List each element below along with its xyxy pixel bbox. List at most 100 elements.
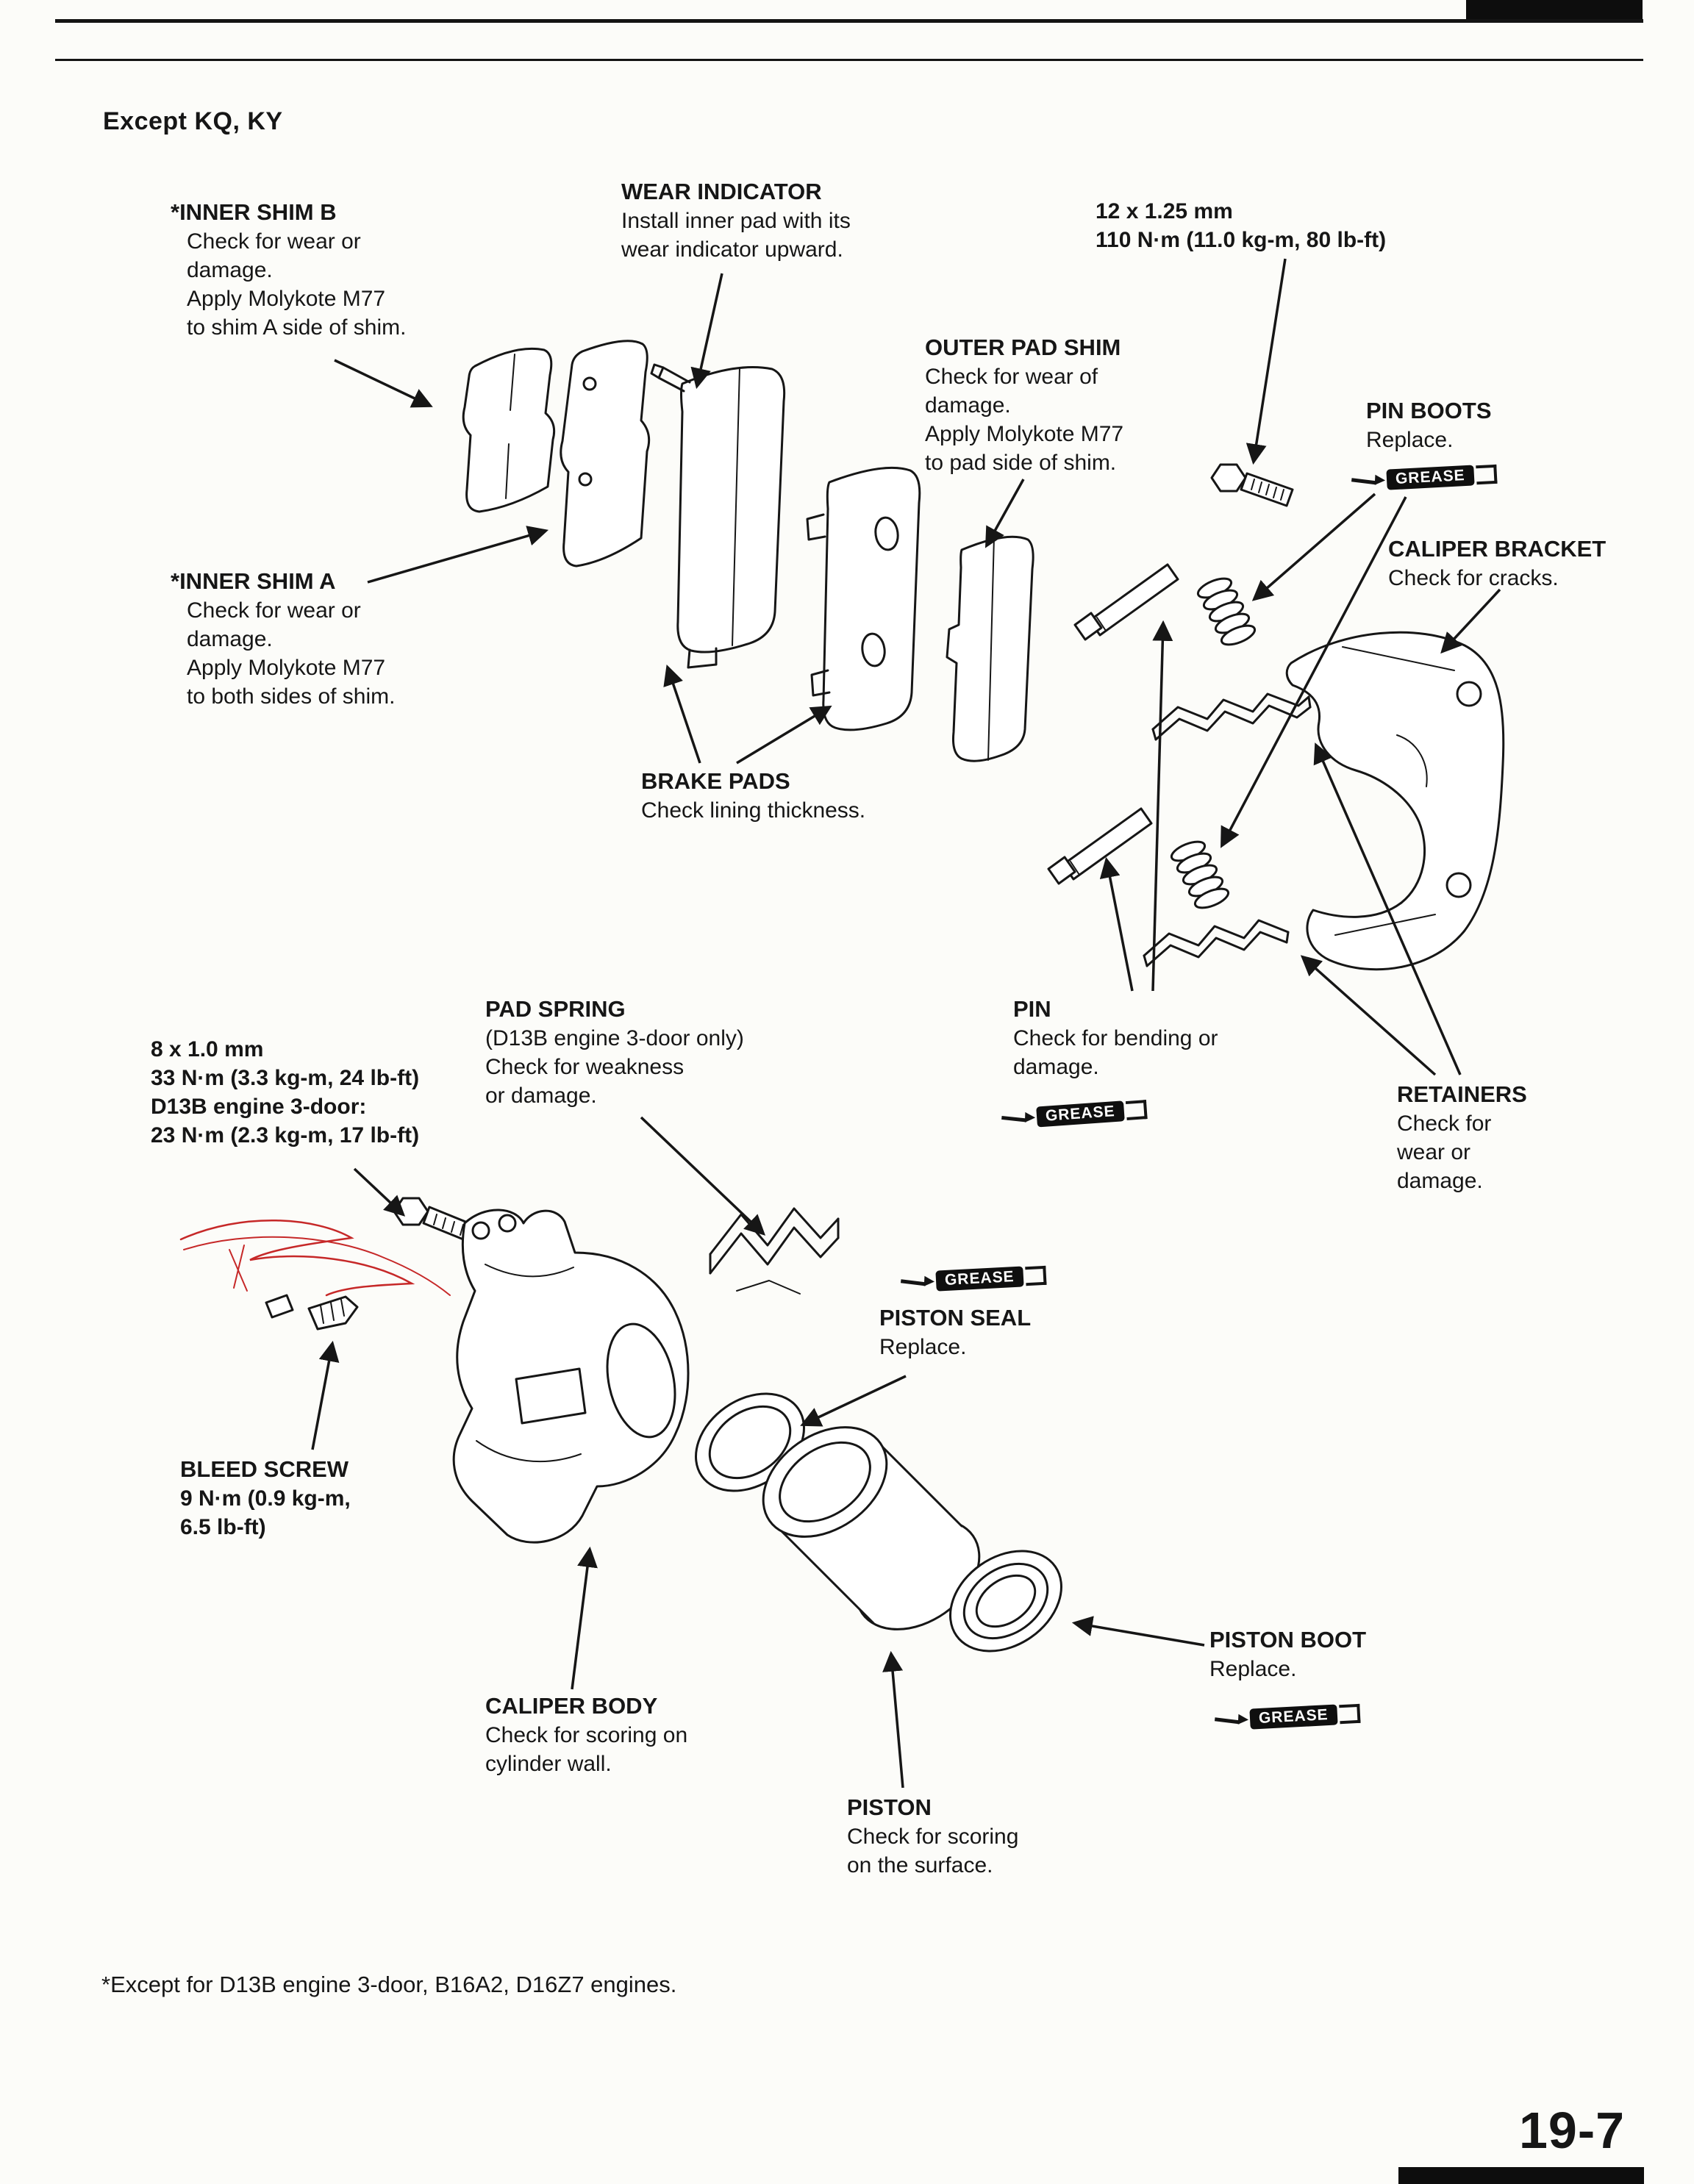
leader-arrows <box>311 258 1501 1789</box>
grease-bracket <box>1125 1100 1148 1121</box>
label-pin-boots: PIN BOOTS Replace. <box>1366 395 1492 454</box>
top-rule-2 <box>55 59 1643 61</box>
top-rule-1 <box>55 19 1643 23</box>
label-outer-pad-shim-text: Check for wear of damage. Apply Molykote… <box>925 365 1124 475</box>
label-pad-spring-title: PAD SPRING <box>485 996 626 1022</box>
grease-icon-label: GREASE <box>1249 1704 1338 1730</box>
red-pen-scribble <box>179 1220 451 1297</box>
label-wear-indicator-title: WEAR INDICATOR <box>621 179 822 204</box>
leader-pin-1 <box>1151 620 1173 992</box>
leader-pad-spring <box>640 1116 766 1236</box>
label-outer-pad-shim-title: OUTER PAD SHIM <box>925 334 1121 360</box>
grease-brush-tip <box>923 1275 935 1287</box>
label-bleed-screw-text: 9 N·m (0.9 kg-m, 6.5 lb-ft) <box>180 1486 351 1539</box>
grease-bracket <box>1024 1265 1047 1286</box>
label-wear-indicator: WEAR INDICATOR Install inner pad with it… <box>621 176 851 264</box>
label-inner-shim-a-text: Check for wear or damage. Apply Molykote… <box>187 598 396 709</box>
leader-piston <box>882 1650 904 1789</box>
label-caliper-body-text: Check for scoring on cylinder wall. <box>485 1723 688 1776</box>
grease-icon-label: GREASE <box>1036 1100 1125 1128</box>
label-piston-text: Check for scoring on the surface. <box>847 1825 1019 1877</box>
label-pin-text: Check for bending or damage. <box>1013 1026 1218 1079</box>
label-piston-boot-text: Replace. <box>1209 1657 1297 1681</box>
label-piston-boot: PISTON BOOT Replace. <box>1209 1625 1366 1683</box>
part-wear-indicator <box>650 363 665 379</box>
part-pin-boot-lower <box>1170 840 1230 909</box>
grease-brush-tip <box>1024 1111 1036 1123</box>
label-wear-indicator-text: Install inner pad with its wear indicato… <box>621 209 851 262</box>
label-caliper-bracket-title: CALIPER BRACKET <box>1388 536 1607 562</box>
grease-icon-label: GREASE <box>935 1266 1024 1292</box>
part-mounting-bolt-12mm <box>1210 463 1294 507</box>
label-bleed-screw: BLEED SCREW 9 N·m (0.9 kg-m, 6.5 lb-ft) <box>180 1454 351 1542</box>
label-inner-shim-a-title: *INNER SHIM A <box>171 568 336 594</box>
top-right-index-tab <box>1466 0 1643 20</box>
part-pin-boot-upper <box>1196 577 1257 646</box>
leader-pin-2 <box>1099 856 1134 992</box>
leader-piston-seal <box>800 1375 907 1427</box>
grease-brush-tip <box>1237 1714 1249 1725</box>
label-retainers-title: RETAINERS <box>1397 1081 1527 1107</box>
label-pin-boots-text: Replace. <box>1366 428 1454 452</box>
label-caliper-body-title: CALIPER BODY <box>485 1693 658 1719</box>
grease-brush-handle <box>1351 477 1377 484</box>
label-piston-title: PISTON <box>847 1794 932 1820</box>
leader-inner-shim-b <box>334 359 433 408</box>
label-bolt-8mm-text: 8 x 1.0 mm 33 N·m (3.3 kg-m, 24 lb-ft) D… <box>151 1037 420 1148</box>
label-inner-shim-b: *INNER SHIM B Check for wear or damage. … <box>171 197 406 342</box>
label-caliper-bracket: CALIPER BRACKET Check for cracks. <box>1388 534 1606 592</box>
leader-retainers-1 <box>1300 955 1437 1076</box>
grease-brush-handle <box>1001 1115 1027 1122</box>
label-pad-spring-text: (D13B engine 3-door only) Check for weak… <box>485 1026 744 1108</box>
grease-brush-handle <box>1214 1716 1240 1724</box>
part-piston-boot <box>949 1550 1062 1653</box>
label-brake-pads-text: Check lining thickness. <box>641 798 866 823</box>
label-bleed-screw-title: BLEED SCREW <box>180 1456 349 1482</box>
grease-icon-label: GREASE <box>1386 465 1475 490</box>
label-bolt-12mm: 12 x 1.25 mm 110 N·m (11.0 kg-m, 80 lb-f… <box>1096 197 1386 254</box>
part-pin-1 <box>1073 563 1179 641</box>
label-retainers: RETAINERS Check for wear or damage. <box>1397 1079 1527 1195</box>
label-pin: PIN Check for bending or damage. <box>1013 994 1218 1081</box>
leader-outer-pad-shim <box>984 479 1025 548</box>
label-retainers-text: Check for wear or damage. <box>1397 1111 1492 1193</box>
page-heading: Except KQ, KY <box>103 107 283 135</box>
part-inner-brake-pad <box>650 363 786 669</box>
label-piston-seal-title: PISTON SEAL <box>879 1305 1032 1331</box>
part-bleed-screw <box>265 1294 359 1331</box>
leader-caliper-body <box>571 1546 598 1690</box>
grease-brush-handle <box>900 1278 926 1286</box>
part-outer-pad-shim <box>946 535 1034 762</box>
part-inner-shim-b <box>462 347 556 513</box>
label-piston-boot-title: PISTON BOOT <box>1209 1627 1367 1653</box>
part-retainer-lower <box>1143 919 1290 967</box>
label-pad-spring: PAD SPRING (D13B engine 3-door only) Che… <box>485 994 744 1110</box>
part-caliper-body <box>452 1209 690 1544</box>
part-retainer-upper <box>1151 692 1312 741</box>
part-caliper-bracket <box>1285 631 1505 971</box>
label-bolt-8mm: 8 x 1.0 mm 33 N·m (3.3 kg-m, 24 lb-ft) D… <box>151 1035 419 1150</box>
page-number: 19-7 <box>1519 2102 1626 2159</box>
label-caliper-bracket-text: Check for cracks. <box>1388 566 1559 590</box>
label-brake-pads: BRAKE PADS Check lining thickness. <box>641 766 865 825</box>
leader-brake-pads-1 <box>663 665 701 764</box>
part-inner-shim-a <box>560 340 651 568</box>
label-bolt-12mm-text: 12 x 1.25 mm 110 N·m (11.0 kg-m, 80 lb-f… <box>1096 199 1387 252</box>
label-outer-pad-shim: OUTER PAD SHIM Check for wear of damage.… <box>925 332 1123 477</box>
leader-pin-boots-2 <box>1221 496 1407 848</box>
label-pin-boots-title: PIN BOOTS <box>1366 398 1492 423</box>
footnote: *Except for D13B engine 3-door, B16A2, D… <box>101 1972 677 1997</box>
grease-bracket <box>1338 1703 1361 1725</box>
part-piston <box>762 1426 981 1630</box>
part-pad-spring <box>709 1207 840 1295</box>
bottom-right-index-tab <box>1398 2167 1644 2184</box>
label-piston-seal-text: Replace. <box>879 1335 967 1359</box>
grease-brush-tip <box>1374 474 1386 486</box>
label-brake-pads-title: BRAKE PADS <box>641 768 790 794</box>
leader-inner-shim-a <box>367 526 549 584</box>
label-inner-shim-a: *INNER SHIM A Check for wear or damage. … <box>171 566 395 711</box>
leader-wear-indicator <box>690 273 723 390</box>
leader-bolt-12mm <box>1246 258 1287 465</box>
label-piston-seal: PISTON SEAL Replace. <box>879 1303 1031 1361</box>
